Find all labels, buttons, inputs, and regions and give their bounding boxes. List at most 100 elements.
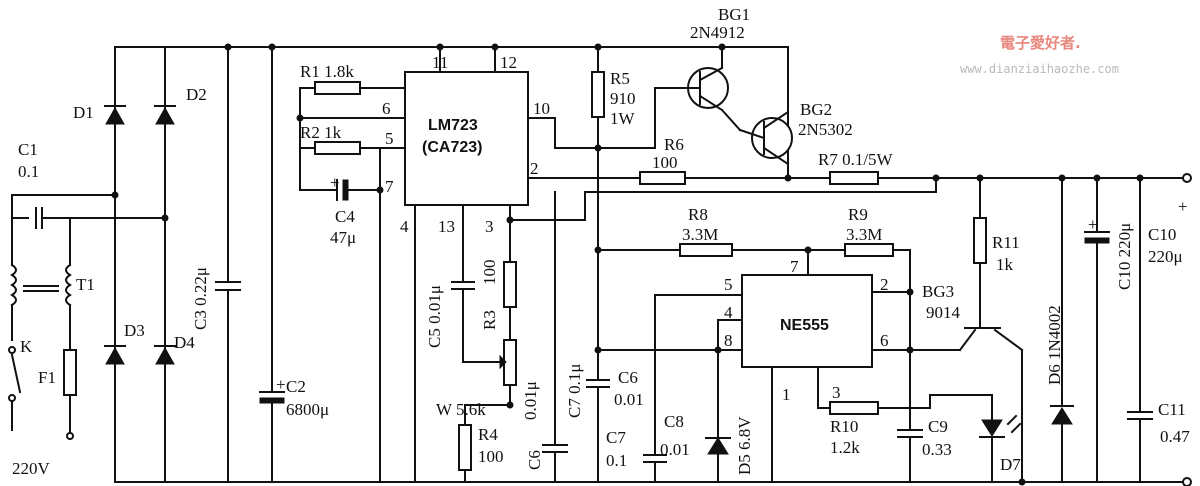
label-r4: R4 <box>478 425 498 444</box>
label-c2-plus: + <box>276 375 286 394</box>
led-d7 <box>979 414 1022 483</box>
pin-723-2: 2 <box>530 159 539 178</box>
pin-555-6: 6 <box>880 331 889 350</box>
label-r9-val: 3.3M <box>846 225 882 244</box>
pin-723-13: 13 <box>438 217 455 236</box>
resistor-r4 <box>458 404 472 483</box>
label-bg3-part: 9014 <box>926 303 961 322</box>
label-c8: C8 <box>664 412 684 431</box>
resistor-r11 <box>973 177 987 321</box>
label-r7: R7 0.1/5W <box>818 150 894 169</box>
label-d6: D6 1N4002 <box>1045 305 1064 385</box>
pin-723-6: 6 <box>382 99 391 118</box>
transistor-bg2 <box>738 110 793 179</box>
capacitor-c6b <box>542 191 568 483</box>
label-c10r-val: 220μ <box>1148 247 1183 266</box>
label-c10: C10 220μ <box>1115 223 1134 290</box>
label-bg2-part: 2N5302 <box>798 120 853 139</box>
label-r3-val: 100 <box>480 260 499 286</box>
label-bg1-name: BG1 <box>718 5 750 24</box>
label-c6b-val: 0.01μ <box>521 381 540 420</box>
pin-555-7: 7 <box>790 257 799 276</box>
capacitor-c11 <box>1127 177 1153 483</box>
label-c9: C9 <box>928 417 948 436</box>
label-c10r: C10 <box>1148 225 1176 244</box>
diode-d2 <box>154 105 176 125</box>
pin-723-12: 12 <box>500 53 517 72</box>
capacitor-c4 <box>299 179 381 201</box>
pin-555-8: 8 <box>724 331 733 350</box>
capacitor-c9 <box>897 429 923 483</box>
label-r6: R6 <box>664 135 684 154</box>
label-r11: R11 <box>992 233 1020 252</box>
label-r10-val: 1.2k <box>830 438 860 457</box>
label-r5: R5 <box>610 69 630 88</box>
label-c11-val: 0.47 <box>1160 427 1190 446</box>
label-r9: R9 <box>848 205 868 224</box>
pin-723-10: 10 <box>533 99 550 118</box>
label-r2: R2 1k <box>300 123 342 142</box>
capacitor-c5 <box>451 281 501 363</box>
transistor-bg3 <box>958 319 1024 483</box>
label-c10-plus: + <box>1088 215 1098 234</box>
label-c2-val: 6800μ <box>286 400 329 419</box>
label-r8-val: 3.3M <box>682 225 718 244</box>
label-lm723: LM723 <box>428 117 478 134</box>
label-d3: D3 <box>124 321 145 340</box>
label-c7-val: 0.1 <box>606 451 627 470</box>
pin-555-3: 3 <box>832 383 841 402</box>
label-c5: C5 0.01μ <box>425 285 444 348</box>
ic-ne555 <box>597 243 993 483</box>
pin-723-3: 3 <box>485 217 494 236</box>
label-c6: C6 <box>618 368 638 387</box>
label-bg1-part: 2N4912 <box>690 23 745 42</box>
resistor-r6 <box>639 171 686 185</box>
label-r3: R3 <box>480 310 499 330</box>
label-bg3-name: BG3 <box>922 282 954 301</box>
label-c11: C11 <box>1158 400 1186 419</box>
label-bg2-name: BG2 <box>800 100 832 119</box>
capacitor-c10 <box>1084 177 1110 483</box>
label-w: W 5.6k <box>436 400 486 419</box>
pin-555-2: 2 <box>880 275 889 294</box>
label-r5-pow: 1W <box>610 109 636 128</box>
label-d2: D2 <box>186 85 207 104</box>
bridge-rectifier <box>114 46 166 483</box>
resistor-r1 <box>299 81 406 191</box>
label-r11-val: 1k <box>996 255 1014 274</box>
diode-d4 <box>154 345 176 365</box>
label-ca723: (CA723) <box>422 139 482 156</box>
label-c6-val: 0.01 <box>614 390 644 409</box>
capacitor-c6 <box>586 379 610 483</box>
resistor-r7 <box>829 171 879 185</box>
label-c9-val: 0.33 <box>922 440 952 459</box>
label-r6-val: 100 <box>652 153 678 172</box>
pin-555-5: 5 <box>724 275 733 294</box>
transistor-bg1 <box>654 46 742 149</box>
pin-555-4: 4 <box>724 303 733 322</box>
label-c1-val: 0.1 <box>18 162 39 181</box>
label-f1: F1 <box>38 368 56 387</box>
label-c4-val: 47μ <box>330 228 356 247</box>
label-d5: D5 6.8V <box>735 416 754 475</box>
diode-d1 <box>104 105 126 125</box>
label-d1: D1 <box>73 103 94 122</box>
pin-723-5: 5 <box>385 129 394 148</box>
pin-723-7: 7 <box>385 177 394 196</box>
capacitor-c3 <box>215 46 241 483</box>
ic-lm723 <box>404 46 937 483</box>
label-r10: R10 <box>830 417 858 436</box>
watermark-brand: 電子愛好者. <box>1000 34 1081 52</box>
zener-d5 <box>705 437 731 483</box>
pin-723-4: 4 <box>400 217 409 236</box>
pin-555-1: 1 <box>782 385 791 404</box>
junction-dots <box>111 43 1144 486</box>
label-c2: C2 <box>286 377 306 396</box>
label-c1: C1 <box>18 140 38 159</box>
label-r4-val: 100 <box>478 447 504 466</box>
label-c4: C4 <box>335 207 355 226</box>
labels: 電子愛好者. www.dianziaihaozhe.com BG1 2N4912… <box>12 5 1190 478</box>
resistor-r2 <box>299 141 406 483</box>
